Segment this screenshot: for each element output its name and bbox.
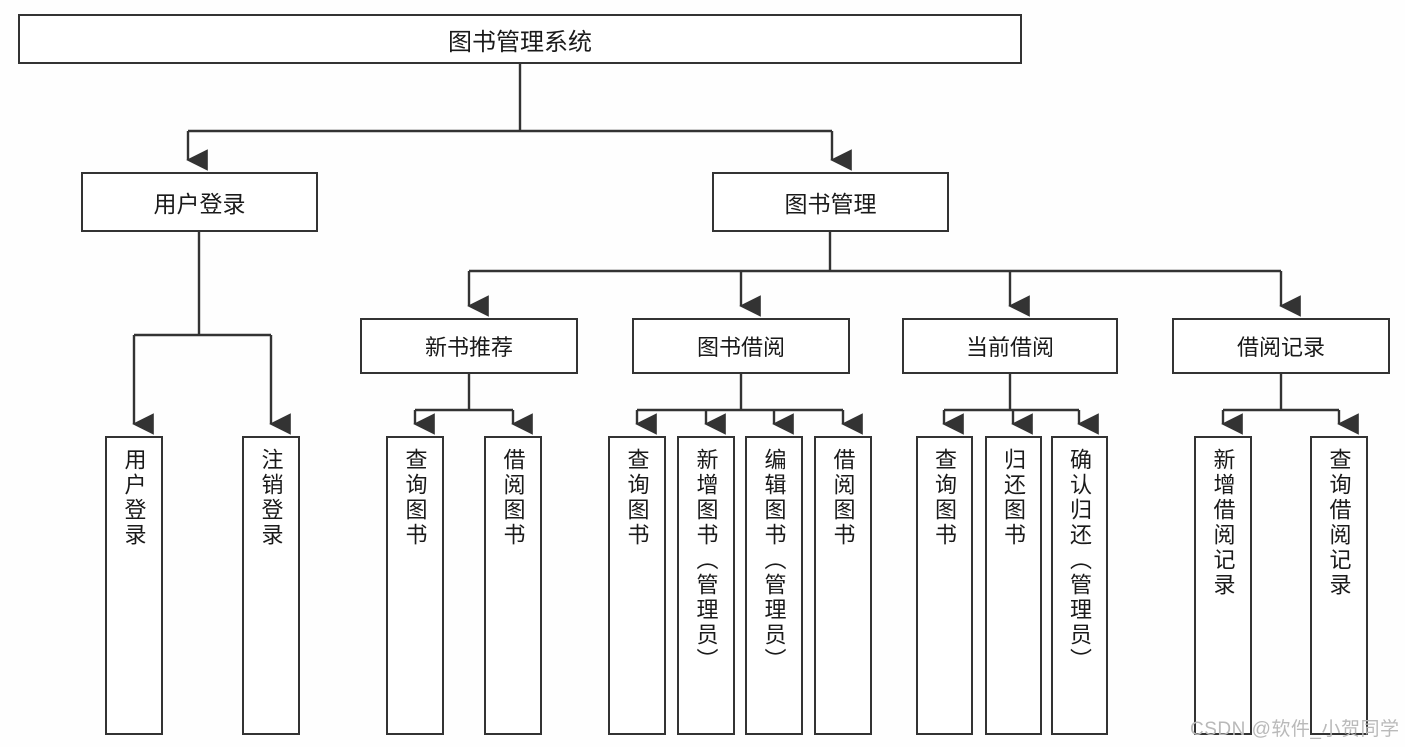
node-label: 查询借阅记录 xyxy=(1326,448,1352,598)
leaf-confirm-return-admin[interactable]: 确认归还（管理员） xyxy=(1051,436,1108,735)
leaf-borrow-book[interactable]: 借阅图书 xyxy=(814,436,872,735)
node-system-root[interactable]: 图书管理系统 xyxy=(18,14,1022,64)
node-label: 查询图书 xyxy=(932,448,958,548)
node-label: 新书推荐 xyxy=(424,335,513,360)
node-label: 用户登录 xyxy=(121,448,147,548)
leaf-logout[interactable]: 注销登录 xyxy=(242,436,300,735)
leaf-add-book-admin[interactable]: 新增图书（管理员） xyxy=(677,436,735,735)
node-label: 当前借阅 xyxy=(965,335,1054,360)
node-borrow-record[interactable]: 借阅记录 xyxy=(1172,318,1390,374)
node-label: 用户登录 xyxy=(153,191,246,217)
leaf-query-book-recommend[interactable]: 查询图书 xyxy=(386,436,444,735)
leaf-borrow-book-recommend[interactable]: 借阅图书 xyxy=(484,436,542,735)
leaf-query-book-current[interactable]: 查询图书 xyxy=(916,436,973,735)
node-label: 查询图书 xyxy=(402,448,428,548)
node-label: 查询图书 xyxy=(624,448,650,548)
leaf-edit-book-admin[interactable]: 编辑图书（管理员） xyxy=(745,436,803,735)
node-label: 借阅图书 xyxy=(830,448,856,548)
node-label: 确认归还（管理员） xyxy=(1067,448,1093,673)
node-label: 新增图书（管理员） xyxy=(693,448,719,673)
node-book-borrow[interactable]: 图书借阅 xyxy=(632,318,850,374)
node-user-login[interactable]: 用户登录 xyxy=(81,172,318,232)
leaf-return-book[interactable]: 归还图书 xyxy=(985,436,1042,735)
node-book-management[interactable]: 图书管理 xyxy=(712,172,949,232)
node-label: 注销登录 xyxy=(258,448,284,548)
node-label: 编辑图书（管理员） xyxy=(761,448,787,673)
node-label: 图书借阅 xyxy=(696,335,785,360)
node-current-borrow[interactable]: 当前借阅 xyxy=(902,318,1118,374)
node-label: 图书管理 xyxy=(784,191,877,217)
node-label: 归还图书 xyxy=(1001,448,1027,548)
leaf-add-borrow-record[interactable]: 新增借阅记录 xyxy=(1194,436,1252,735)
node-label: 新增借阅记录 xyxy=(1210,448,1236,598)
leaf-query-borrow-record[interactable]: 查询借阅记录 xyxy=(1310,436,1368,735)
leaf-user-login[interactable]: 用户登录 xyxy=(105,436,163,735)
node-label: 借阅记录 xyxy=(1236,335,1325,360)
watermark: CSDN @软件_小贺同学 xyxy=(1190,719,1400,740)
node-label: 借阅图书 xyxy=(500,448,526,548)
node-label: 图书管理系统 xyxy=(448,28,592,56)
leaf-query-book-borrow[interactable]: 查询图书 xyxy=(608,436,666,735)
node-new-book-recommend[interactable]: 新书推荐 xyxy=(360,318,578,374)
